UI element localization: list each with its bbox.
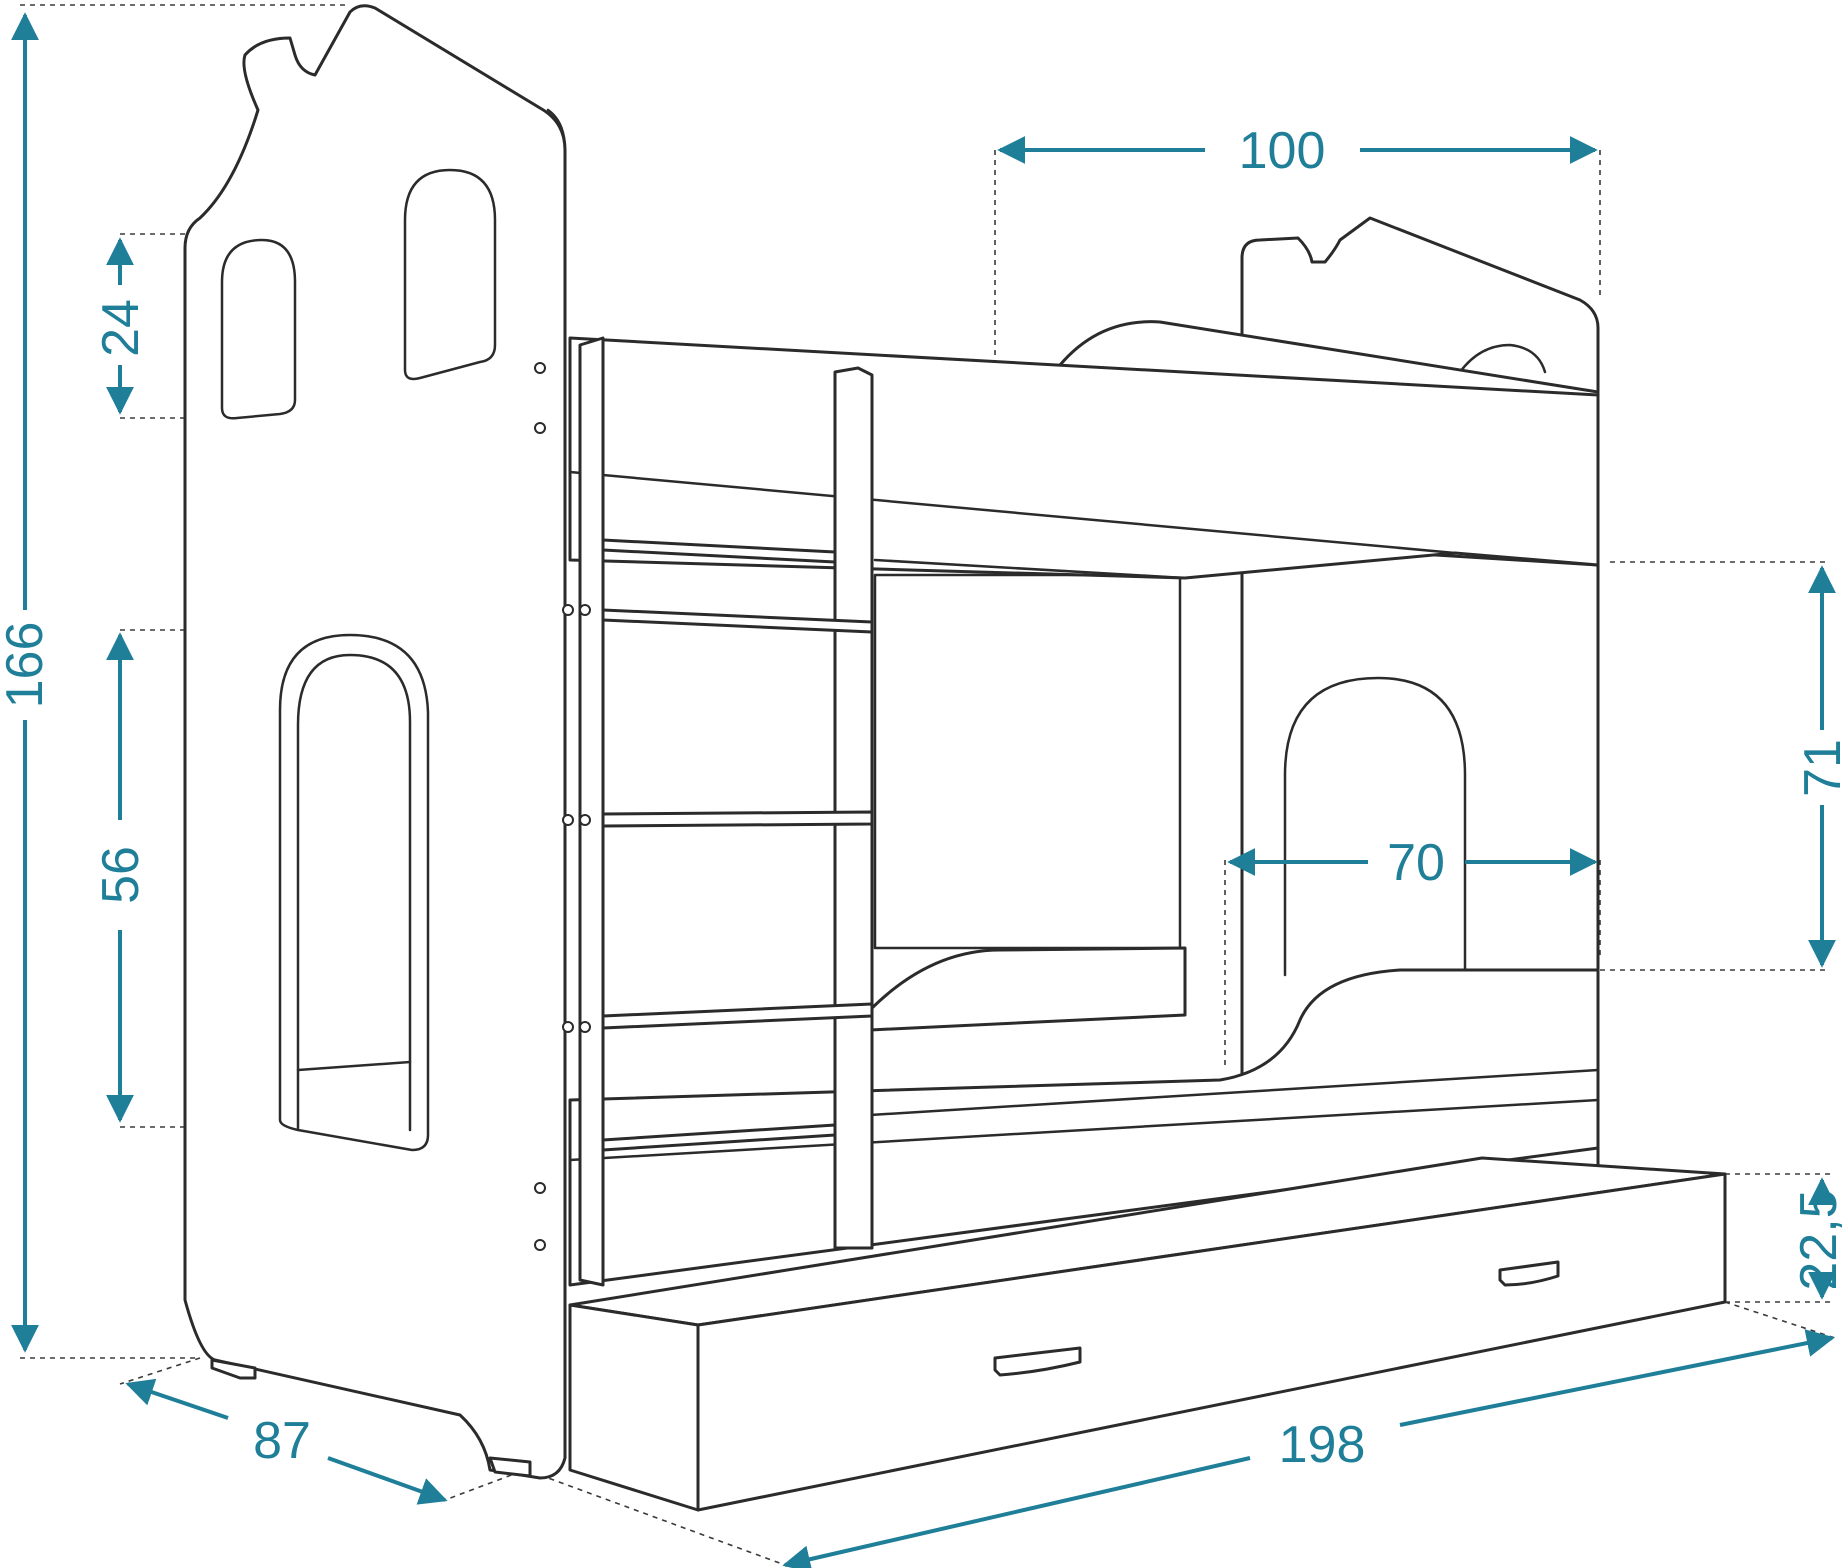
drawer-handle-right: [1498, 1260, 1560, 1287]
ladder-rung-5: [601, 1123, 837, 1152]
ladder-rung-2: [601, 810, 874, 828]
label-bunk-gap: 71: [1794, 739, 1842, 797]
foot-left: [210, 1358, 257, 1380]
dimension-labels: 166 24 56 100 71 70 22,5 87 198: [0, 122, 1842, 1474]
upper-right-window: [403, 168, 497, 381]
label-bed-width: 100: [1239, 122, 1326, 180]
lower-arch-window: [278, 633, 430, 1152]
label-inner-span: 70: [1387, 834, 1445, 892]
label-window-upper: 24: [92, 299, 150, 357]
label-total-height: 166: [0, 622, 54, 709]
ladder-rung-4: [601, 538, 837, 564]
label-window-lower: 56: [92, 846, 150, 904]
dimension-lines: [11, 12, 1836, 1568]
drawer-handle-left: [993, 1346, 1082, 1377]
label-drawer-height: 22,5: [1790, 1189, 1842, 1290]
ladder-rung-3: [601, 1002, 874, 1030]
screws: [534, 362, 591, 1251]
back-panel: [873, 573, 1182, 950]
ladder-rail-left: [578, 336, 605, 1287]
lower-front-rail: [568, 968, 1600, 1287]
foot-right: [488, 1456, 532, 1478]
bed-structure: [183, 4, 1727, 1512]
back-small-arch: [1458, 343, 1547, 374]
back-arch-window: [1283, 676, 1467, 977]
label-length: 198: [1279, 1416, 1366, 1474]
ladder-rail-right: [833, 366, 874, 1250]
label-depth: 87: [253, 1412, 311, 1470]
ladder-rung-1: [601, 608, 874, 634]
lower-back-rail: [868, 946, 1187, 1032]
front-headboard: [183, 4, 567, 1480]
front-headboard-edge: [546, 108, 567, 1460]
drawer-side: [568, 1303, 700, 1512]
upper-left-window: [220, 238, 297, 420]
